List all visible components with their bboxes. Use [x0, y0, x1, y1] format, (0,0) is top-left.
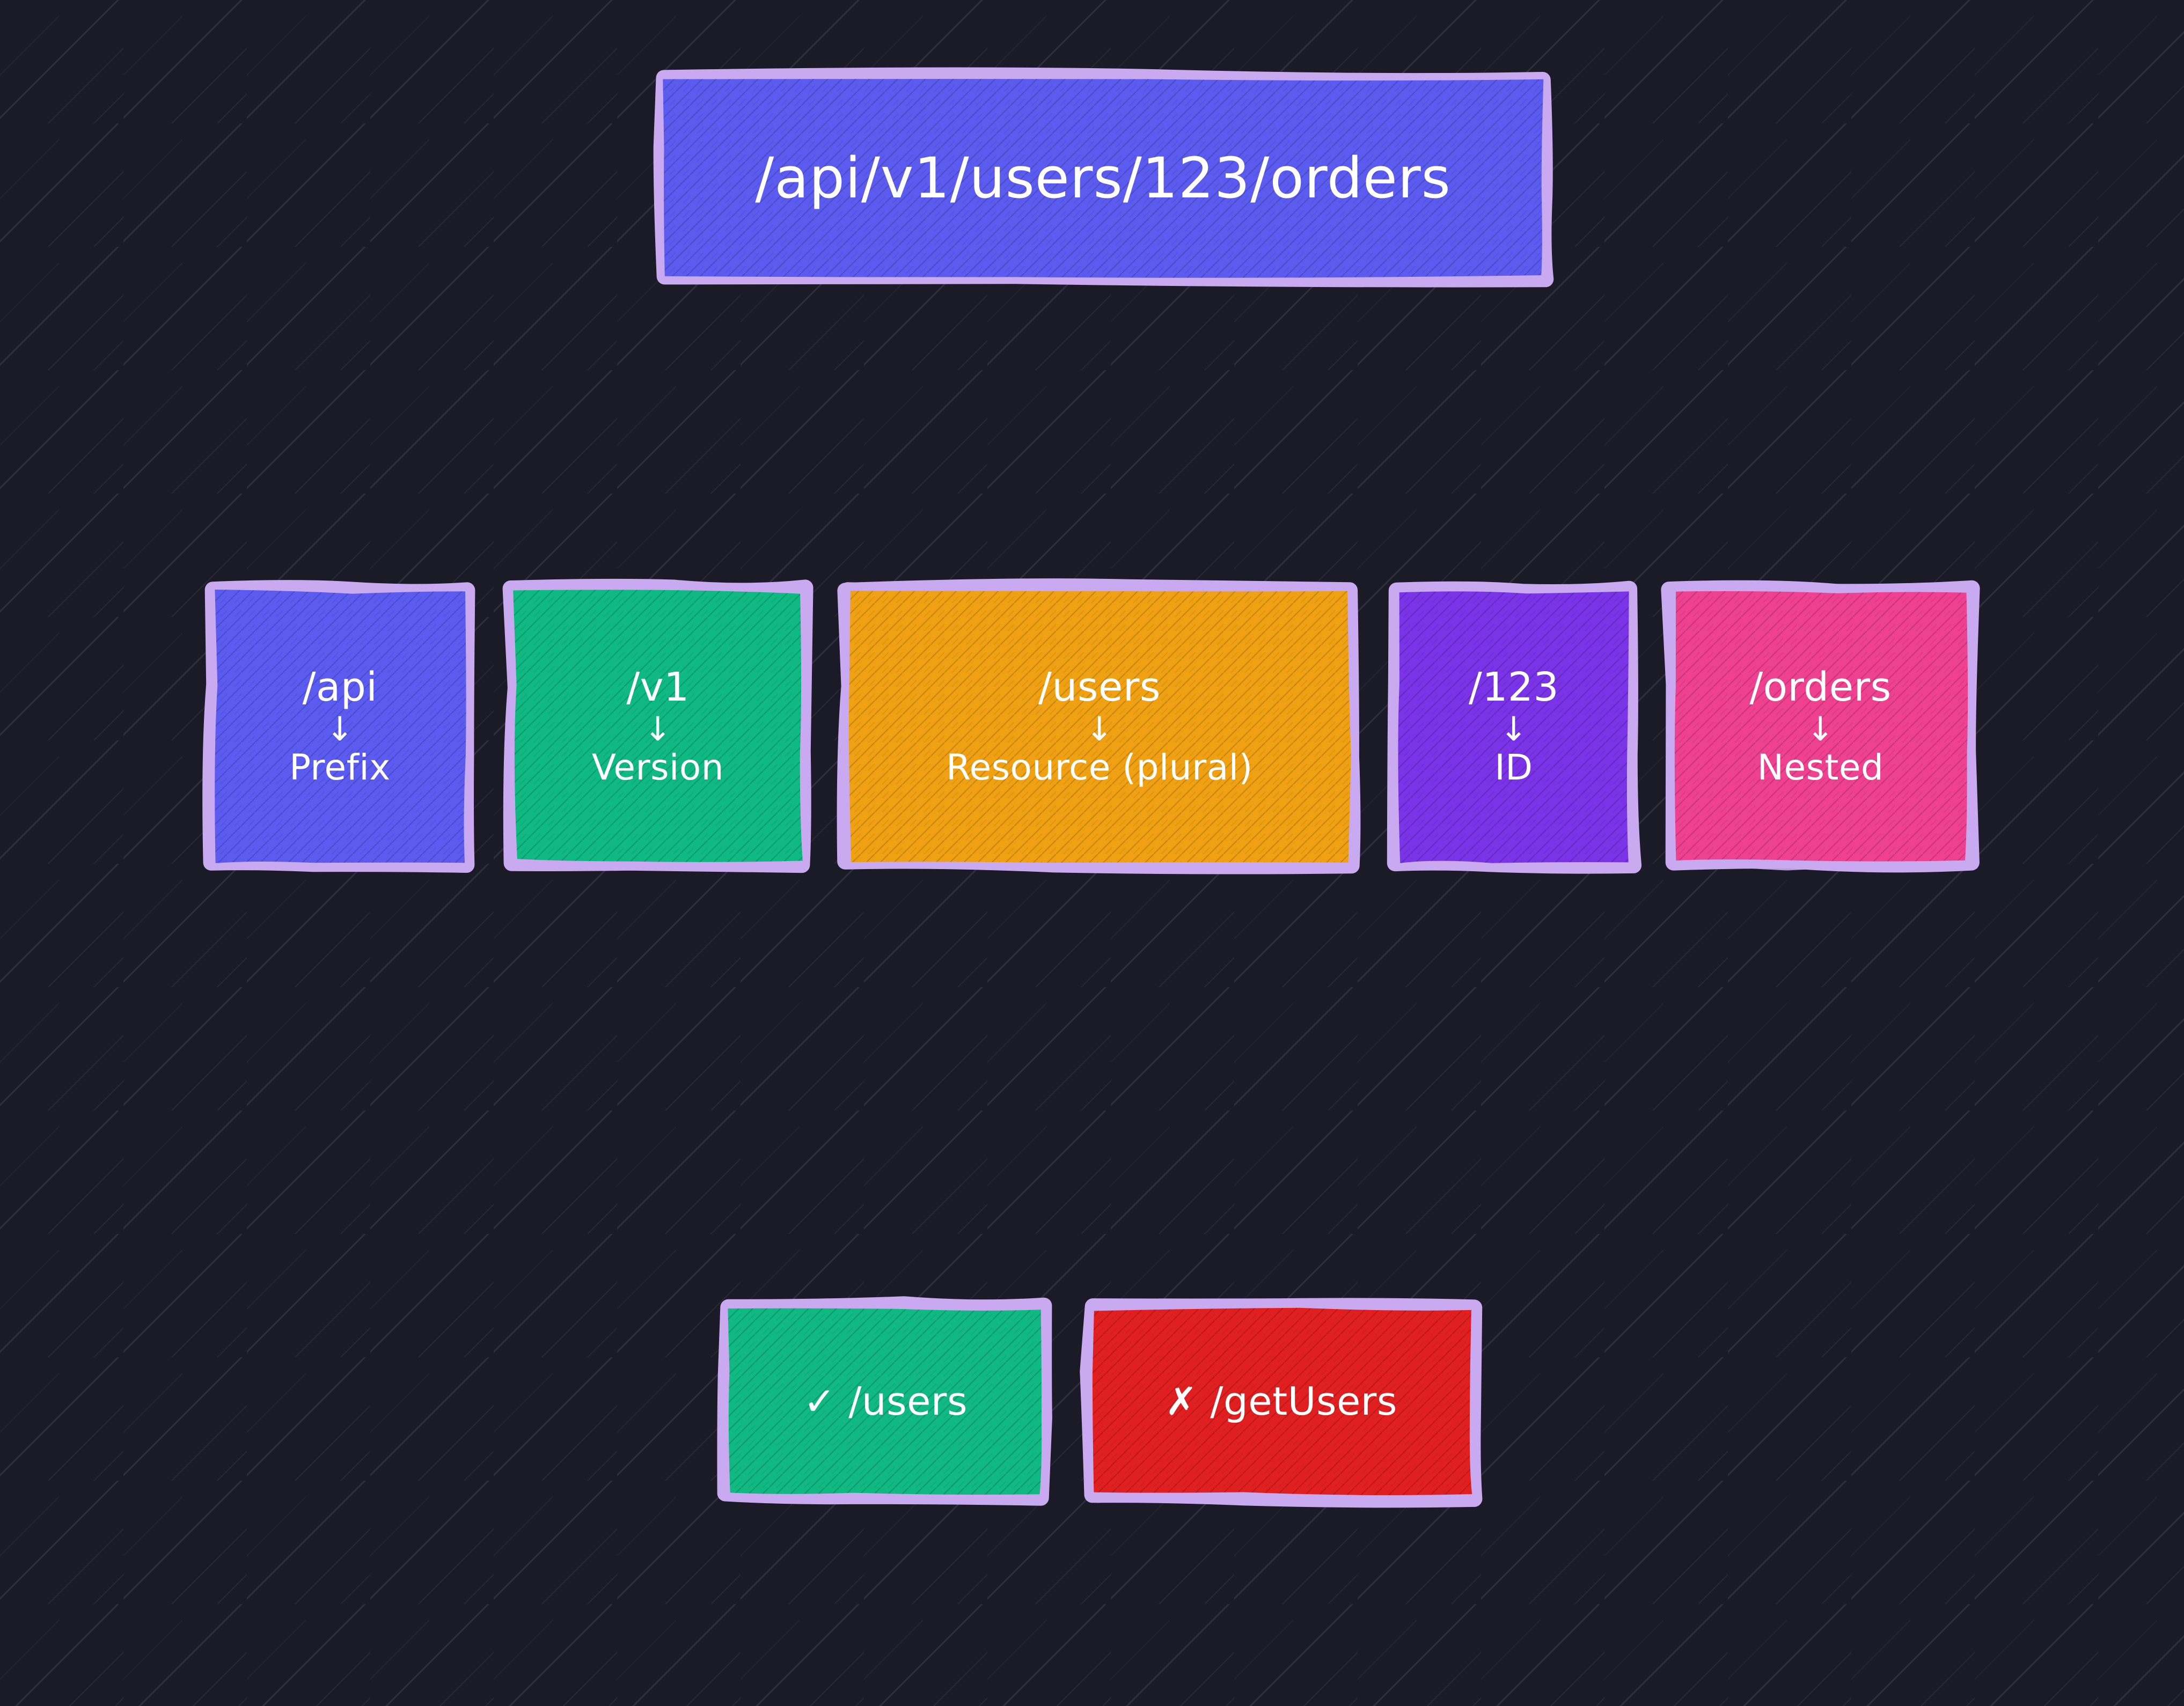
segment-box-id[interactable]: /123↓ID	[1396, 589, 1631, 864]
example-box-bad-shape	[1089, 1306, 1473, 1497]
segment-box-resource-plural[interactable]: /users↓Resource (plural)	[847, 589, 1352, 864]
segment-box-nested-shape	[1672, 589, 1969, 864]
segment-box-id-shape	[1396, 589, 1631, 864]
segment-box-nested[interactable]: /orders↓Nested	[1672, 589, 1969, 864]
example-box-good-shape	[727, 1306, 1044, 1497]
segment-box-resource-plural-shape	[847, 589, 1352, 864]
full-url-box[interactable]: /api/v1/users/123/orders	[662, 78, 1544, 279]
segment-box-version[interactable]: /v1↓Version	[512, 589, 803, 864]
full-url-box-shape	[662, 78, 1544, 279]
example-box-bad[interactable]: ✗ /getUsers	[1089, 1306, 1473, 1497]
segment-box-prefix[interactable]: /api↓Prefix	[213, 589, 467, 864]
example-box-good[interactable]: ✓ /users	[727, 1306, 1044, 1497]
segment-box-prefix-shape	[213, 589, 467, 864]
segment-box-version-shape	[512, 589, 803, 864]
